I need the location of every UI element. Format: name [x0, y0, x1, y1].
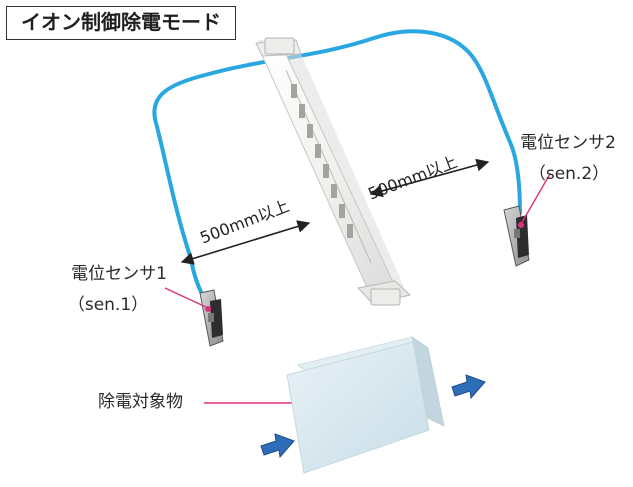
- cable-path: [152, 29, 522, 261]
- distance-arrow-right: [369, 158, 490, 198]
- sensor-2-leader-dot: [518, 222, 524, 228]
- sensor-2-device: [503, 205, 530, 267]
- distance-arrow-left: [180, 220, 311, 265]
- sensor-1-device: [199, 289, 224, 347]
- ionizer-bar: [255, 37, 412, 306]
- motion-arrow-in: [260, 433, 295, 459]
- sensor-1-label: 電位センサ1: [71, 264, 167, 284]
- sensor-2-code: （sen.2）: [528, 164, 610, 184]
- target-object: [286, 335, 445, 474]
- sensor-2-label: 電位センサ2: [520, 133, 616, 153]
- mode-title: イオン制御除電モード: [6, 6, 236, 40]
- target-label: 除電対象物: [98, 392, 183, 412]
- sensor-2-leader: [520, 173, 551, 225]
- sensor-1-code: （sen.1）: [67, 295, 149, 315]
- sensor-1-leader-dot: [205, 306, 211, 312]
- sensor-1-leader: [164, 287, 209, 309]
- motion-arrow-out: [451, 374, 486, 400]
